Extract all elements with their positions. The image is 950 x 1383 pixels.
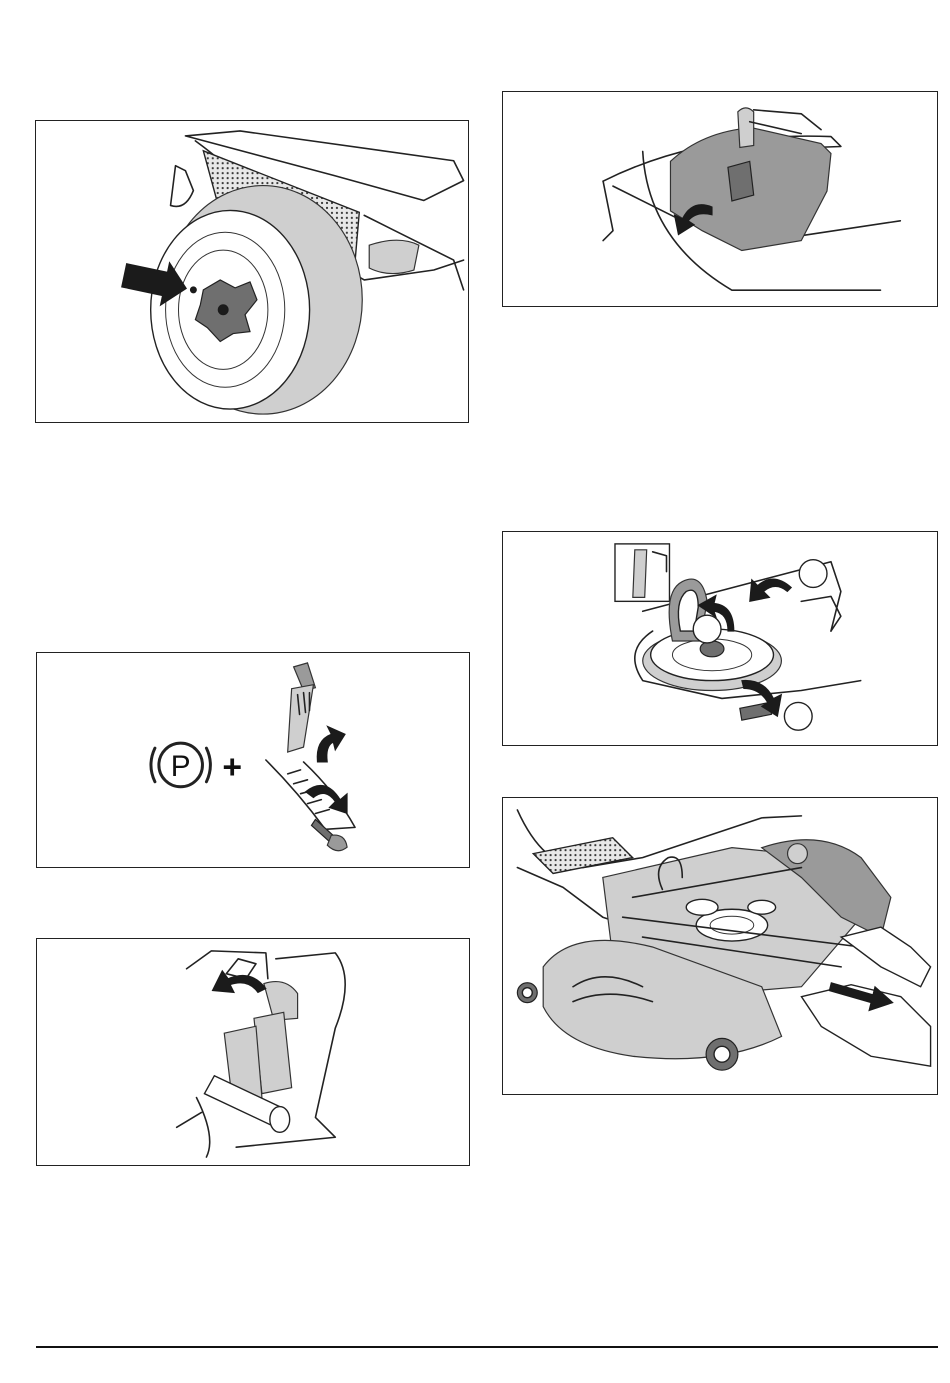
figure-lift-lever bbox=[36, 938, 470, 1166]
belt-pulley-removal-illustration bbox=[503, 532, 937, 745]
curved-arrow-left-icon bbox=[212, 971, 266, 993]
parking-brake-lever-illustration: P + bbox=[37, 653, 469, 867]
footer-rule bbox=[36, 1346, 938, 1348]
wheel-arrow-illustration bbox=[36, 121, 468, 422]
curved-arrow-1-icon bbox=[750, 579, 792, 601]
callout-circle-1 bbox=[799, 560, 827, 588]
up-arrow-icon bbox=[317, 726, 345, 762]
lift-lever-illustration bbox=[37, 939, 469, 1165]
callout-circle-3 bbox=[784, 702, 812, 730]
cutting-deck-removal-illustration bbox=[503, 798, 937, 1094]
curved-arrow-icon bbox=[306, 785, 348, 813]
parking-symbol: P bbox=[171, 750, 191, 783]
plus-sign: + bbox=[222, 749, 242, 786]
belt-cover-removal-illustration bbox=[503, 92, 937, 306]
figure-cover-removal bbox=[502, 91, 938, 307]
callout-circle-2 bbox=[693, 615, 721, 643]
figure-deck-removal bbox=[502, 797, 938, 1095]
figure-belt-removal bbox=[502, 531, 938, 746]
figure-parking-brake: P + bbox=[36, 652, 470, 868]
figure-wheel bbox=[35, 120, 469, 423]
